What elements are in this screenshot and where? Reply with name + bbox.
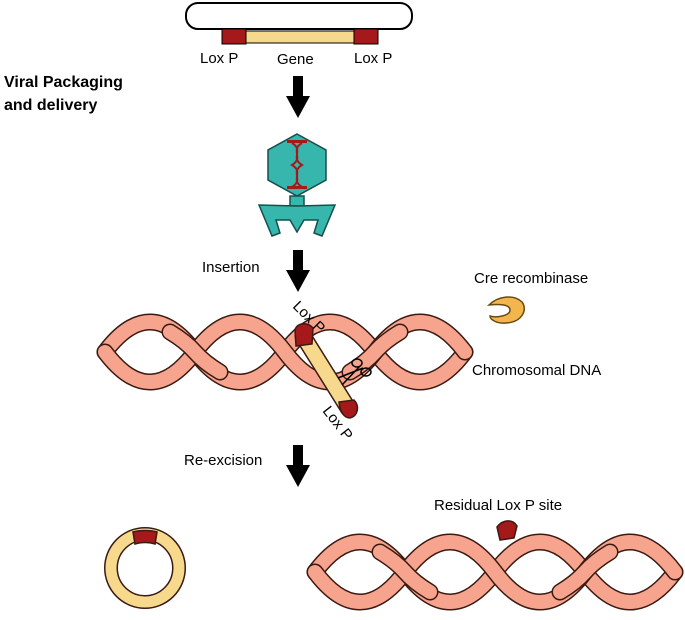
residual-dna-helix <box>306 533 684 611</box>
loxp-left-segment <box>221 28 247 45</box>
gene-label: Gene <box>277 51 314 68</box>
down-arrow-icon <box>286 445 310 487</box>
down-arrow-icon <box>286 76 310 118</box>
plasmid-construct <box>185 2 413 45</box>
loxp-right-segment <box>353 28 379 45</box>
loxp-bottom-site <box>338 399 359 419</box>
inserted-gene <box>294 323 359 419</box>
down-arrow-icon <box>286 250 310 292</box>
re-excision-label: Re-excision <box>184 452 262 469</box>
cre-recombinase-label: Cre recombinase <box>474 270 588 287</box>
chromosomal-dna-helix <box>96 313 474 391</box>
cre-recombinase-icon <box>486 296 526 324</box>
chromosomal-dna-label: Chromosomal DNA <box>472 362 601 379</box>
gene-segment <box>244 30 356 44</box>
scissors-icon <box>337 358 372 386</box>
insertion-label: Insertion <box>202 259 260 276</box>
excised-loxp-site <box>132 529 158 545</box>
viral-packaging-label-line2: and delivery <box>4 97 97 114</box>
loxp-right-label: Lox P <box>354 50 392 67</box>
residual-loxp-site <box>496 520 518 541</box>
excised-circle <box>104 527 186 609</box>
loxp-left-label: Lox P <box>200 50 238 67</box>
loxp-top-site <box>294 323 314 347</box>
virus-icon <box>257 133 337 237</box>
residual-loxp-label: Residual Lox P site <box>434 497 562 514</box>
viral-packaging-label-line1: Viral Packaging <box>4 74 123 91</box>
